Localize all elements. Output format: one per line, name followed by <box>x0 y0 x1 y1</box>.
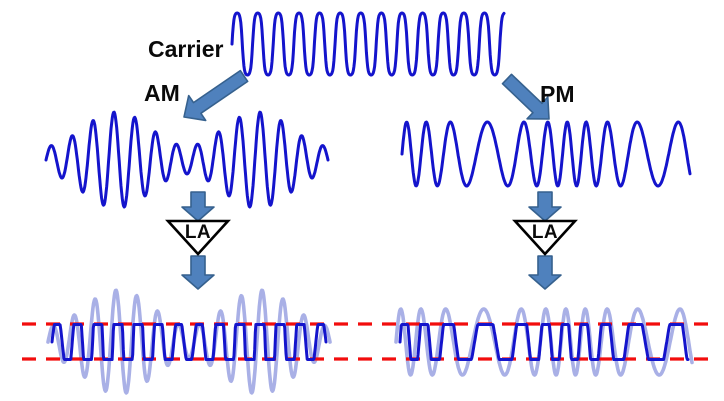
am-output-limited-wave <box>50 323 328 361</box>
pm-output-unlimited-wave <box>394 307 694 377</box>
am-label: AM <box>144 80 180 106</box>
am-modulated-wave <box>44 110 330 209</box>
pm-label: PM <box>540 81 575 107</box>
am-output-unlimited-wave <box>46 288 332 395</box>
la-left-output-arrow-icon <box>181 255 215 290</box>
la-right-output-arrow-icon <box>528 255 562 290</box>
am-branch-arrow-icon <box>183 69 249 122</box>
la-left-triangle-symbol <box>165 219 231 256</box>
pm-branch-arrow-icon <box>501 73 550 120</box>
pm-modulated-wave <box>400 120 692 188</box>
la-right-triangle-symbol <box>512 219 578 256</box>
carrier-label: Carrier <box>148 36 224 62</box>
la-right-label: LA <box>531 222 559 243</box>
carrier-wave <box>230 11 506 77</box>
la-left-label: LA <box>184 222 212 243</box>
pm-output-limited-wave <box>398 323 690 361</box>
la-right-input-arrow-icon <box>528 191 562 222</box>
la-left-input-arrow-icon <box>181 191 215 222</box>
